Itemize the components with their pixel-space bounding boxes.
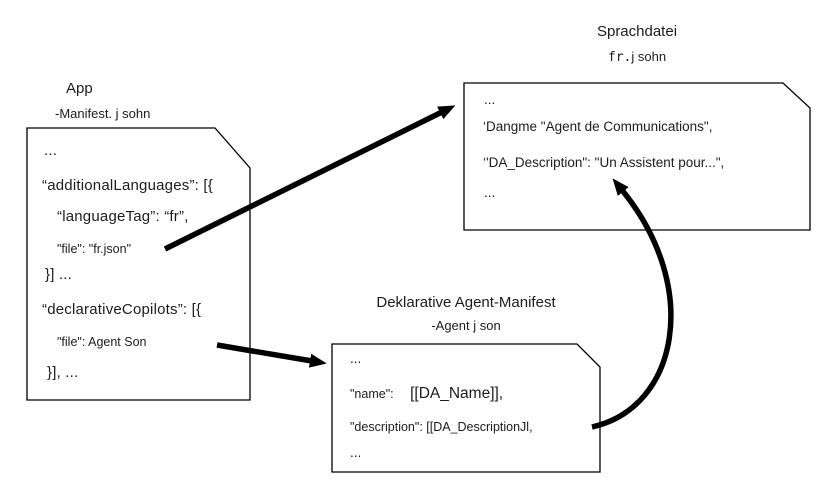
agent-json-name-line: "name": [[DA_Name]], <box>350 385 503 403</box>
app-json-file-agent: "file": Agent Son <box>57 335 147 349</box>
app-json-close-bracket-1: }] ... <box>45 266 73 283</box>
language-document-shape <box>463 82 811 231</box>
language-box-filename: fr.j sohn <box>464 48 810 66</box>
app-json-file-frjson: "file": "fr.json" <box>57 242 132 256</box>
language-json-ellipsis-bottom: ... <box>484 185 496 200</box>
agent-document-shape <box>331 343 601 473</box>
agent-box-subtitle: -Agent j son <box>431 318 501 333</box>
app-json-language-tag: “languageTag”: “fr”, <box>57 208 189 225</box>
language-filename-code: fr. <box>607 50 632 65</box>
app-document-shape <box>26 127 251 401</box>
language-json-ellipsis-top: ... <box>484 92 496 107</box>
language-filename-rest: j sohn <box>631 49 667 64</box>
agent-json-name-value: [[DA_Name]], <box>410 385 504 402</box>
arrow-app-to-agent <box>216 342 327 368</box>
agent-box-title: Deklarative Agent-Manifest <box>376 294 556 311</box>
language-box-title: Sprachdatei <box>596 23 678 40</box>
language-json-da-name: ‘Dangme "Agent de Communications", <box>483 119 713 134</box>
app-json-declarative-copilots: “declarativeCopilots”: [{ <box>42 301 202 318</box>
language-json-da-description: ‘'DA_Description": "Un Assistent pour...… <box>483 155 725 170</box>
app-box-title: App <box>66 80 93 97</box>
arrow-app-to-language <box>163 105 456 252</box>
app-json-ellipsis-top: ... <box>44 142 58 159</box>
app-box-subtitle: -Manifest. j sohn <box>55 106 151 121</box>
app-json-close-bracket-2: }], ... <box>47 364 79 381</box>
agent-json-description-line: "description": [[DA_DescriptionJl, <box>350 420 533 434</box>
agent-json-ellipsis-top: ... <box>350 351 362 366</box>
app-json-additional-languages: “additionalLanguages”: [{ <box>42 177 213 194</box>
arrow-agent-to-language <box>591 178 674 430</box>
agent-json-name-key: "name": <box>350 387 394 401</box>
agent-json-ellipsis-bottom: ... <box>350 445 362 460</box>
